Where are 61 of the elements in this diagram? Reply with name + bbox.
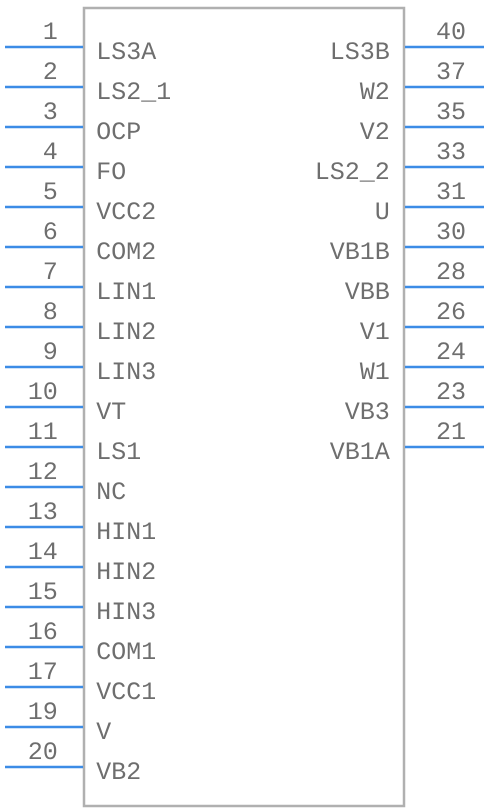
pin-number: 3 bbox=[44, 102, 56, 120]
pin-number: 30 bbox=[438, 222, 464, 240]
pin-number: 16 bbox=[30, 622, 56, 640]
pin-name: COM2 bbox=[98, 242, 154, 260]
pin-name: VB1B bbox=[330, 242, 389, 259]
pin-name: W2 bbox=[360, 82, 388, 99]
pin-name: LS1 bbox=[99, 442, 140, 460]
pin-name: COM1 bbox=[98, 642, 155, 660]
pin-number: 8 bbox=[44, 302, 56, 320]
pin-name: HIN2 bbox=[98, 562, 154, 579]
pin-number: 24 bbox=[438, 342, 465, 359]
pin-number: 4 bbox=[44, 142, 57, 159]
pin-name: VB2 bbox=[96, 762, 140, 779]
pin-number: 7 bbox=[44, 262, 56, 279]
pin-number: 14 bbox=[30, 542, 57, 559]
pin-name: V1 bbox=[360, 322, 389, 339]
pin-number: 15 bbox=[30, 582, 56, 600]
pin-number: 20 bbox=[30, 742, 56, 760]
pin-name: HIN3 bbox=[98, 602, 155, 620]
pin-name: VCC1 bbox=[96, 682, 155, 700]
pin-number: 37 bbox=[438, 62, 464, 80]
pin-name: VT bbox=[96, 402, 126, 419]
pin-name: NC bbox=[98, 482, 126, 500]
pin-number: 13 bbox=[30, 502, 56, 520]
pin-number: 28 bbox=[438, 262, 464, 280]
pin-number: 19 bbox=[30, 702, 56, 720]
pin-name: LS3A bbox=[99, 42, 156, 60]
pin-number: 5 bbox=[44, 182, 56, 200]
pin-name: LS2_1 bbox=[99, 82, 170, 102]
pin-number: 1 bbox=[44, 22, 57, 39]
pin-name: LIN1 bbox=[99, 282, 155, 299]
pin-name: VB3 bbox=[344, 402, 388, 420]
pin-number: 2 bbox=[44, 62, 56, 79]
pin-name: LS2_2 bbox=[318, 162, 388, 182]
pin-name: VBB bbox=[344, 282, 389, 299]
pin-number: 11 bbox=[30, 422, 57, 439]
pin-number: 23 bbox=[438, 382, 464, 400]
pin-name: VB1A bbox=[330, 442, 390, 459]
pin-name: W1 bbox=[360, 362, 389, 379]
pin-number: 40 bbox=[437, 22, 464, 40]
pin-name: V bbox=[96, 722, 112, 739]
pin-name: LIN2 bbox=[99, 322, 154, 339]
pin-name: VCC2 bbox=[96, 202, 154, 220]
pin-name: V2 bbox=[360, 122, 388, 139]
pin-name: HIN1 bbox=[98, 522, 155, 539]
pin-number: 6 bbox=[44, 222, 56, 240]
pin-number: 12 bbox=[30, 462, 56, 479]
pin-name: FO bbox=[98, 162, 125, 180]
pin-number: 35 bbox=[438, 102, 464, 120]
pin-number: 17 bbox=[30, 662, 56, 679]
pin-number: 9 bbox=[44, 342, 56, 360]
pin-number: 10 bbox=[30, 382, 56, 400]
pin-number: 33 bbox=[438, 142, 464, 160]
pin-name: LS3B bbox=[332, 42, 389, 60]
pin-number: 31 bbox=[438, 182, 465, 200]
pin-name: U bbox=[376, 202, 388, 220]
pin-number: 26 bbox=[438, 302, 464, 320]
pin-name: OCP bbox=[97, 122, 140, 140]
ic-body bbox=[82, 6, 406, 808]
pin-name: LIN3 bbox=[99, 362, 155, 380]
pin-number: 21 bbox=[438, 422, 465, 439]
